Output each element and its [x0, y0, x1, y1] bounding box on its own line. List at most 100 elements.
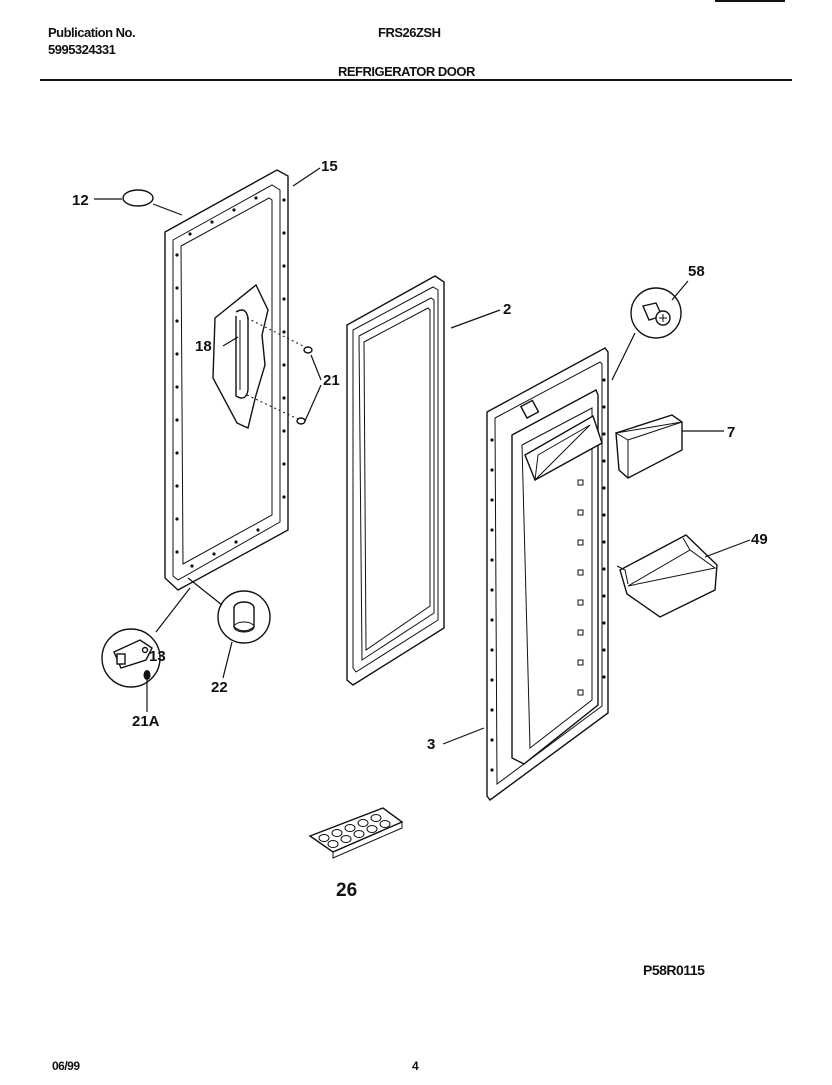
- shelf-rib: [577, 629, 584, 636]
- callout-2: 2: [503, 301, 511, 318]
- mounting-hole: [490, 768, 494, 772]
- mounting-hole: [602, 486, 606, 490]
- mounting-hole: [602, 432, 606, 436]
- mounting-hole: [175, 550, 179, 554]
- mounting-hole: [602, 459, 606, 463]
- part-49-door-shelf-bin: [616, 534, 718, 618]
- mounting-hole: [175, 484, 179, 488]
- part-12-oval-plug: [122, 189, 154, 207]
- part-2-door-gasket: [346, 275, 445, 686]
- part-26-egg-tray: [308, 807, 404, 859]
- shelf-rib: [577, 659, 584, 666]
- callout-15: 15: [321, 158, 338, 175]
- mounting-hole: [490, 468, 494, 472]
- part-3-inner-door-liner: [486, 347, 609, 801]
- egg-cup: [327, 840, 339, 848]
- mounting-hole: [212, 552, 216, 556]
- mounting-hole: [282, 264, 286, 268]
- publication-number: 5995324331: [48, 42, 116, 57]
- mounting-hole: [175, 517, 179, 521]
- model-number: FRS26ZSH: [378, 25, 441, 40]
- mounting-hole: [254, 196, 258, 200]
- mounting-hole: [175, 319, 179, 323]
- egg-cup: [318, 834, 330, 842]
- shelf-rib: [577, 599, 584, 606]
- part-21-screws: [246, 317, 313, 425]
- mounting-hole: [175, 418, 179, 422]
- egg-cup: [370, 814, 382, 822]
- mounting-hole: [602, 621, 606, 625]
- egg-cup: [353, 830, 365, 838]
- top-edge-mark: [715, 0, 785, 2]
- shelf-rib: [577, 509, 584, 516]
- mounting-hole: [190, 564, 194, 568]
- mounting-hole: [602, 594, 606, 598]
- header-rule: [40, 79, 792, 81]
- mounting-hole: [234, 540, 238, 544]
- egg-cup: [340, 835, 352, 843]
- figure-code: P58R0115: [643, 962, 705, 978]
- callout-3: 3: [427, 736, 435, 753]
- mounting-hole: [282, 462, 286, 466]
- part-22-door-bushing-detail: [187, 577, 271, 644]
- callout-58: 58: [688, 263, 705, 280]
- callout-12: 12: [72, 192, 89, 209]
- mounting-hole: [282, 330, 286, 334]
- shelf-rib: [577, 689, 584, 696]
- mounting-hole: [490, 618, 494, 622]
- callout-21: 21: [323, 372, 340, 389]
- callout-26: 26: [336, 880, 357, 901]
- mounting-hole: [175, 253, 179, 257]
- mounting-hole: [490, 678, 494, 682]
- mounting-hole: [490, 708, 494, 712]
- mounting-hole: [282, 198, 286, 202]
- callout-13: 13: [149, 648, 166, 665]
- leader-lines: [94, 167, 751, 745]
- mounting-hole: [188, 232, 192, 236]
- egg-cup: [379, 820, 391, 828]
- callout-18: 18: [195, 338, 212, 355]
- mounting-hole: [175, 352, 179, 356]
- mounting-hole: [282, 429, 286, 433]
- mounting-hole: [282, 495, 286, 499]
- mounting-hole: [602, 567, 606, 571]
- section-title: REFRIGERATOR DOOR: [338, 64, 475, 79]
- mounting-hole: [602, 675, 606, 679]
- mounting-hole: [490, 588, 494, 592]
- mounting-hole: [282, 363, 286, 367]
- callout-49: 49: [751, 531, 768, 548]
- mounting-hole: [256, 528, 260, 532]
- egg-cup: [366, 825, 378, 833]
- mounting-hole: [282, 396, 286, 400]
- mounting-hole: [175, 451, 179, 455]
- egg-cup: [331, 829, 343, 837]
- mounting-hole: [490, 438, 494, 442]
- shelf-rib: [577, 479, 584, 486]
- mounting-hole: [175, 286, 179, 290]
- callout-7: 7: [727, 424, 735, 441]
- mounting-hole: [282, 297, 286, 301]
- mounting-hole: [602, 540, 606, 544]
- mounting-hole: [602, 378, 606, 382]
- callout-22: 22: [211, 679, 228, 696]
- shelf-rib: [577, 569, 584, 576]
- mounting-hole: [232, 208, 236, 212]
- callout-21a: 21A: [132, 713, 160, 730]
- part-15-door-outer-panel: [164, 169, 289, 591]
- publication-label: Publication No.: [48, 25, 136, 40]
- mounting-hole: [175, 385, 179, 389]
- mounting-hole: [602, 405, 606, 409]
- mounting-hole: [490, 738, 494, 742]
- footer-page-number: 4: [412, 1059, 419, 1073]
- callout-labels: 12 15 2 58 18 21 7 49 13 22 21A 3 26: [72, 158, 768, 901]
- part-13-hinge-detail: [101, 587, 191, 712]
- mounting-hole: [490, 558, 494, 562]
- mounting-hole: [490, 498, 494, 502]
- footer-date: 06/99: [52, 1059, 80, 1073]
- egg-cup: [344, 824, 356, 832]
- mounting-hole: [602, 648, 606, 652]
- mounting-hole: [210, 220, 214, 224]
- part-58-screw-detail: [611, 287, 682, 381]
- shelf-rib: [577, 539, 584, 546]
